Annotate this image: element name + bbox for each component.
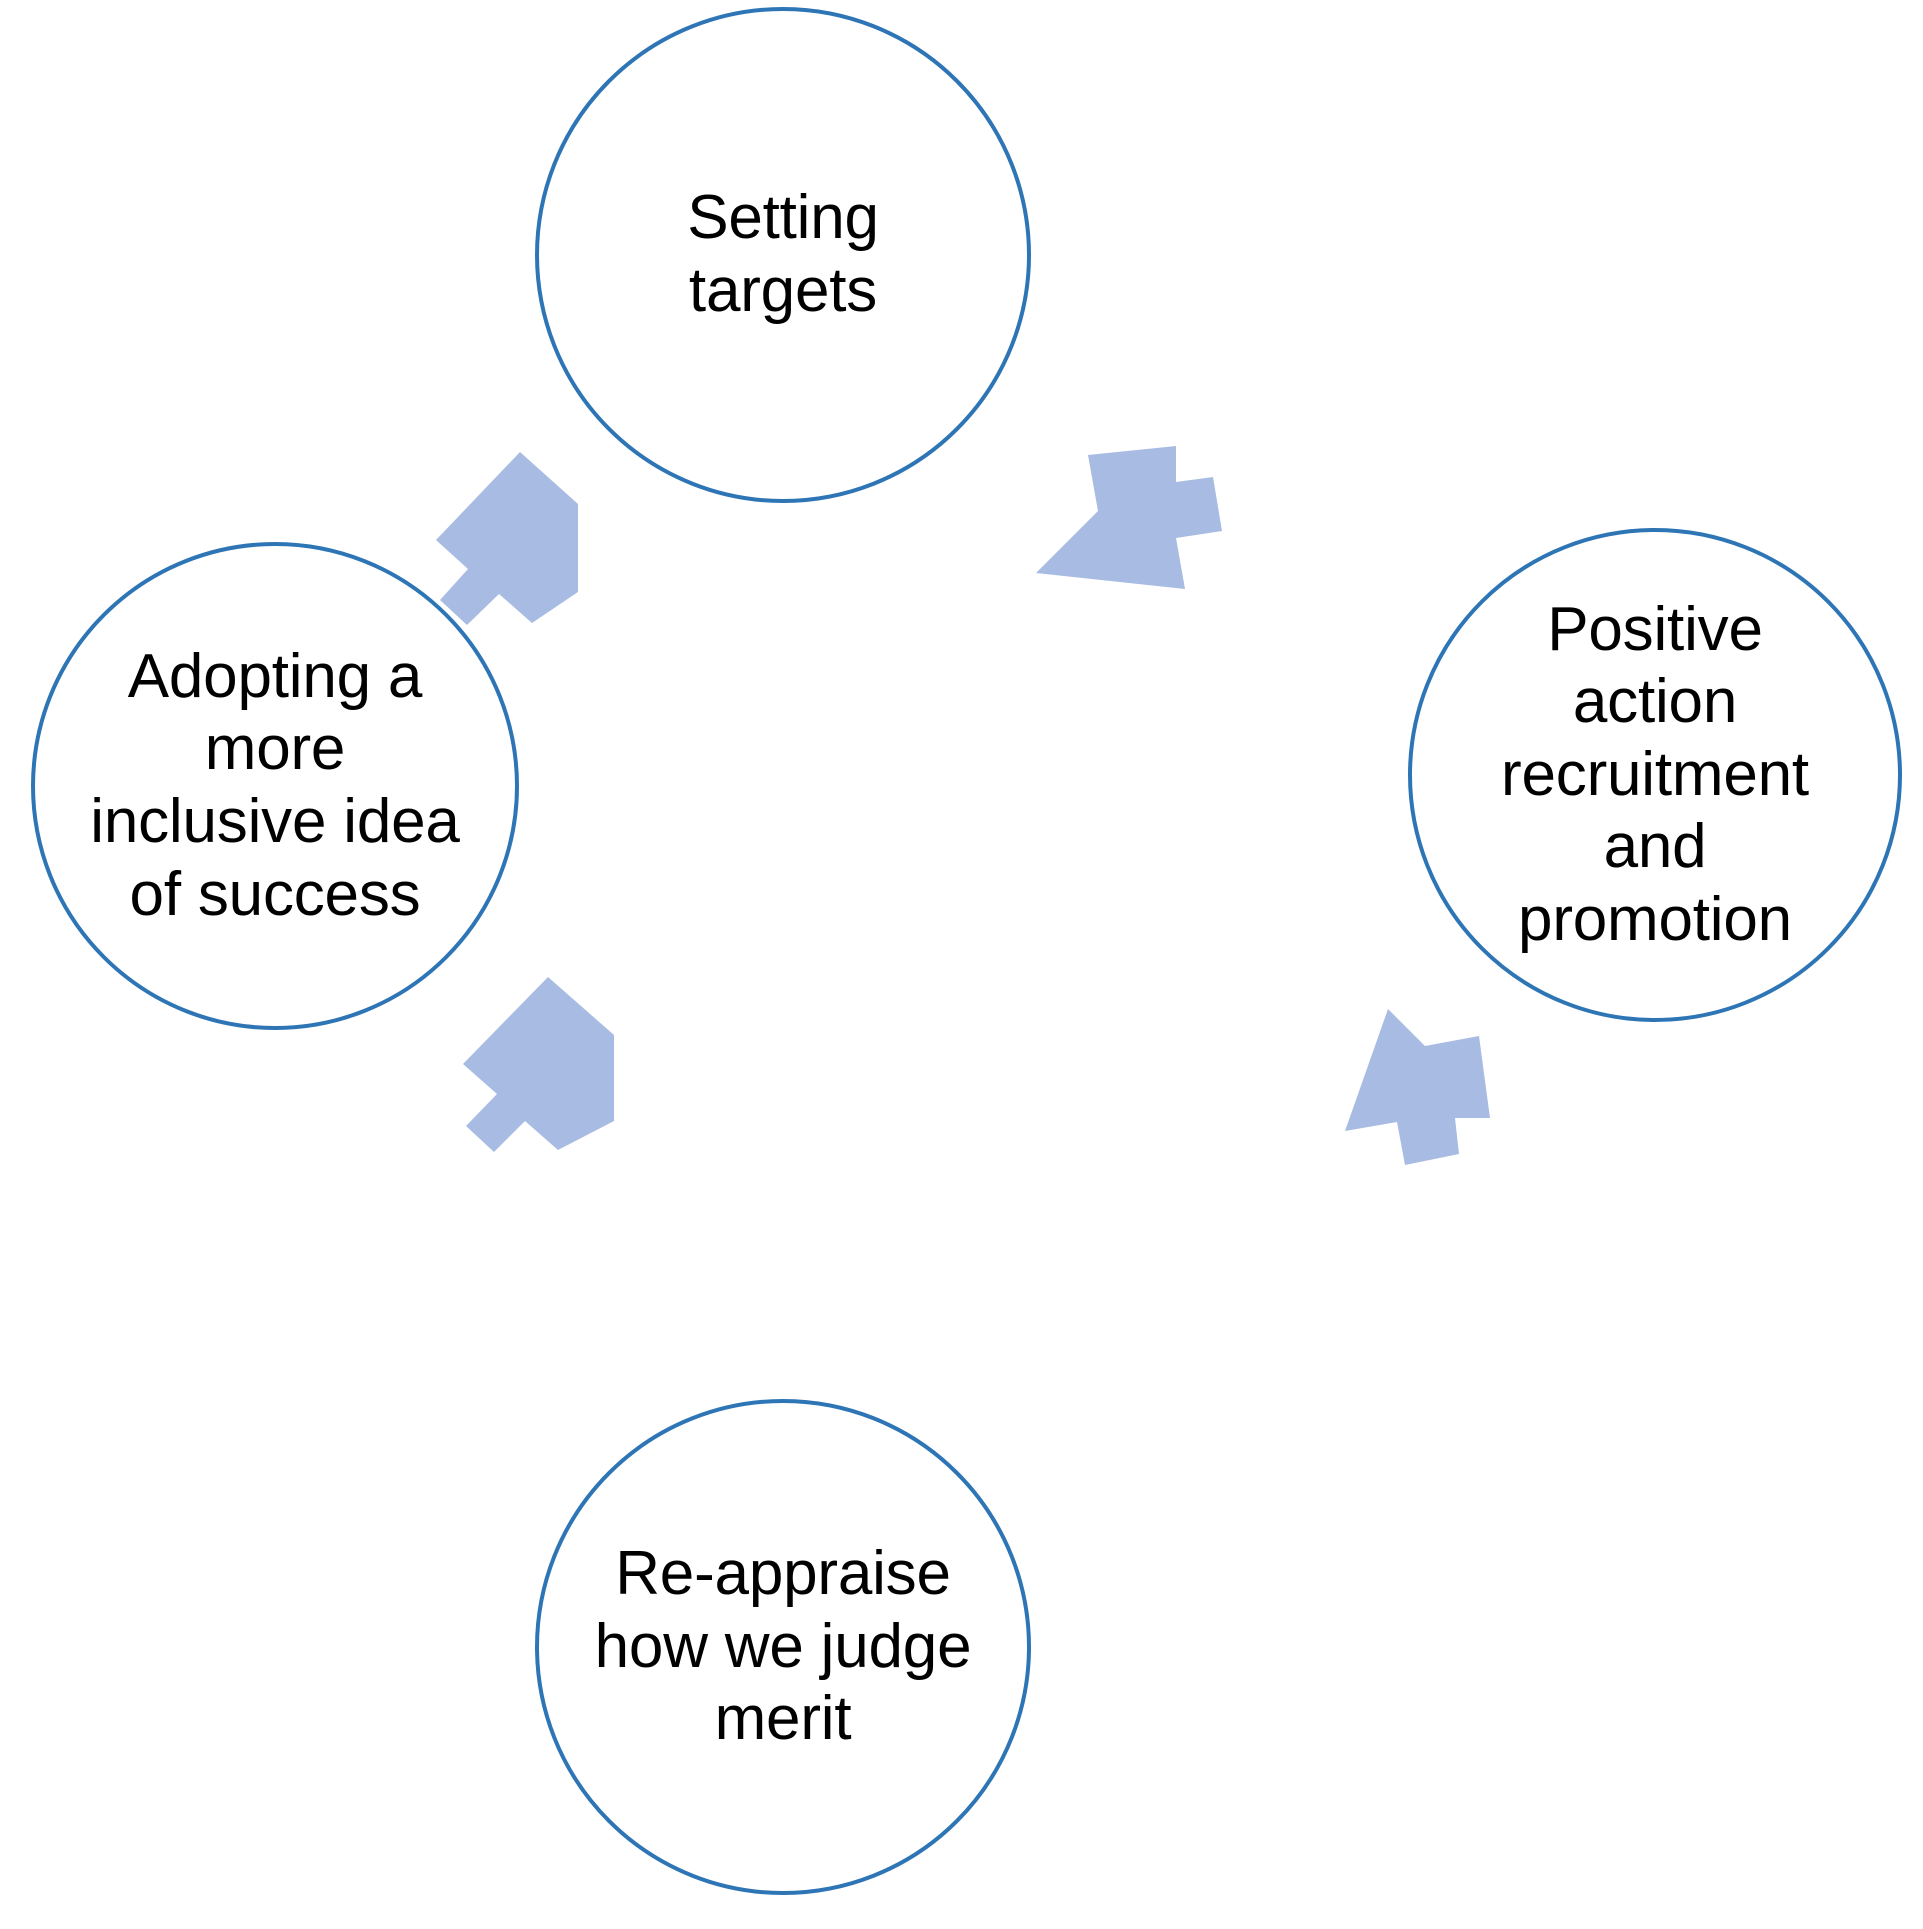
circle-setting-targets xyxy=(535,7,1031,503)
circle-re-appraise-merit xyxy=(535,1399,1031,1895)
arrow-setting-targets-to-positive-action xyxy=(1036,446,1222,589)
arrow-positive-action-to-re-appraise-merit xyxy=(1345,1009,1490,1165)
arrow-re-appraise-merit-to-inclusive-success xyxy=(463,977,614,1152)
circle-inclusive-success xyxy=(31,542,519,1030)
circle-positive-action xyxy=(1408,528,1902,1022)
arrow-inclusive-success-to-setting-targets xyxy=(436,452,578,625)
